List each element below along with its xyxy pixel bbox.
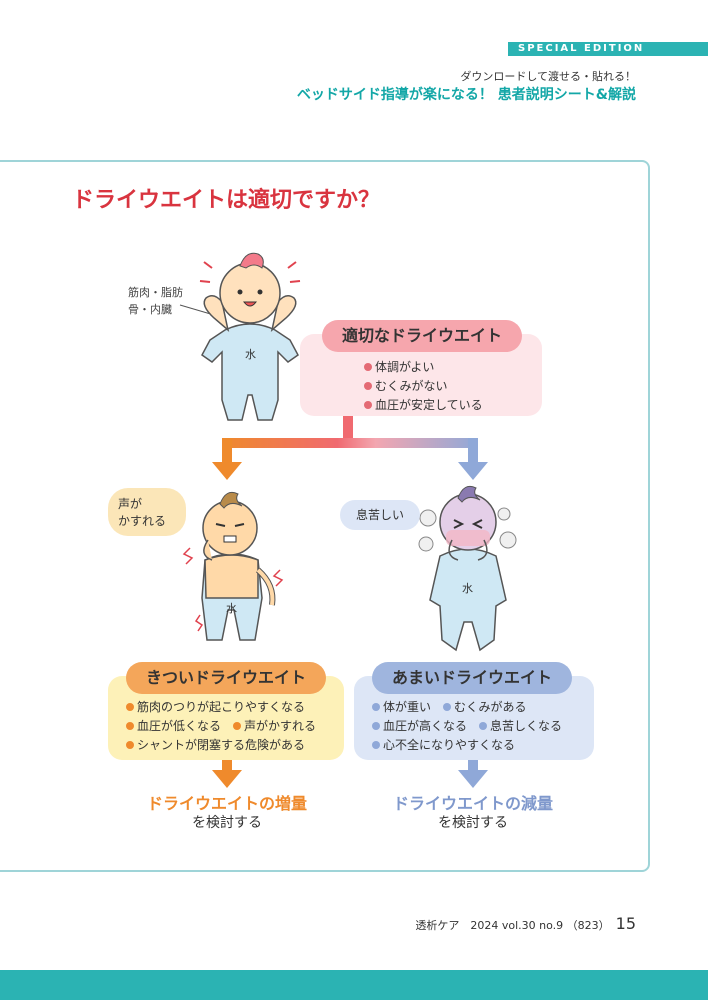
list-item: シャントが閉塞する危険がある <box>126 736 316 755</box>
list-item: むくみがない <box>364 377 483 396</box>
note-line-2: 骨・内臓 <box>128 303 172 316</box>
arrow-to-increase <box>212 770 242 788</box>
bullet-icon <box>126 740 134 749</box>
note-line-1: 筋肉・脂肪 <box>128 286 183 299</box>
bullet-icon <box>126 721 134 730</box>
bottom-bar <box>0 970 708 1000</box>
list-item: 体が重い むくみがある <box>372 698 562 717</box>
bullet-icon <box>364 381 372 390</box>
healthy-figure-illustration <box>179 252 301 421</box>
breathless-bubble: 息苦しい <box>340 500 420 530</box>
bullet-icon <box>126 702 134 711</box>
connector-stem <box>343 414 353 442</box>
overhydrated-figure-illustration <box>418 485 517 652</box>
arrow-down-tight <box>212 462 242 480</box>
water-label-top: 水 <box>245 348 256 361</box>
appropriate-items: 体調がよい むくみがない 血圧が安定している <box>364 358 483 415</box>
list-item: 心不全になりやすくなる <box>372 736 562 755</box>
decrease-result: ドライウエイトの減量 <box>392 794 553 813</box>
body-composition-note: 筋肉・脂肪 骨・内臓 <box>128 284 183 318</box>
footer: 透析ケア 2024 vol.30 no.9 （823） 15 <box>415 914 636 933</box>
tight-items: 筋肉のつりが起こりやすくなる 血圧が低くなる 声がかすれる シャントが閉塞する危… <box>126 698 316 755</box>
water-label-tight: 水 <box>226 602 237 615</box>
bullet-icon <box>233 721 242 730</box>
list-item: 筋肉のつりが起こりやすくなる <box>126 698 316 717</box>
bullet-icon <box>372 721 380 730</box>
edition-bar <box>508 42 708 56</box>
decrease-result-sub: を検討する <box>438 815 508 831</box>
bullet-icon <box>364 362 372 371</box>
page-number: 15 <box>615 914 636 933</box>
bullet-icon <box>372 702 380 711</box>
page-title: ドライウエイトは適切ですか？ <box>72 188 381 213</box>
appropriate-label: 適切なドライウエイト <box>322 320 522 352</box>
header-subtitle: ダウンロードして渡せる・貼れる！ <box>460 70 636 83</box>
arrow-down-loose <box>458 462 488 480</box>
list-item: 体調がよい <box>364 358 483 377</box>
bullet-icon <box>443 702 452 711</box>
list-item: 血圧が安定している <box>364 396 483 415</box>
loose-items: 体が重い むくみがある 血圧が高くなる 息苦しくなる 心不全になりやすくなる <box>372 698 562 755</box>
list-item: 血圧が高くなる 息苦しくなる <box>372 717 562 736</box>
footer-journal: 透析ケア 2024 vol.30 no.9 （823） <box>415 919 610 932</box>
dehydrated-figure-illustration <box>182 491 284 641</box>
connector-bar <box>222 438 478 448</box>
bullet-icon <box>372 740 380 749</box>
loose-label: あまいドライウエイト <box>372 662 572 694</box>
arrow-to-decrease <box>458 770 488 788</box>
header-title: ベッドサイド指導が楽になる！ 患者説明シート&解説 <box>296 87 636 103</box>
bullet-icon <box>364 400 372 409</box>
tight-label: きついドライウエイト <box>126 662 326 694</box>
water-label-loose: 水 <box>462 582 473 595</box>
list-item: 血圧が低くなる 声がかすれる <box>126 717 316 736</box>
bullet-icon <box>479 721 488 730</box>
edition-label: SPECIAL EDITION <box>518 43 645 54</box>
increase-result: ドライウエイトの増量 <box>146 794 307 813</box>
increase-result-sub: を検討する <box>192 815 262 831</box>
hoarse-voice-bubble: 声が かすれる <box>108 488 186 536</box>
